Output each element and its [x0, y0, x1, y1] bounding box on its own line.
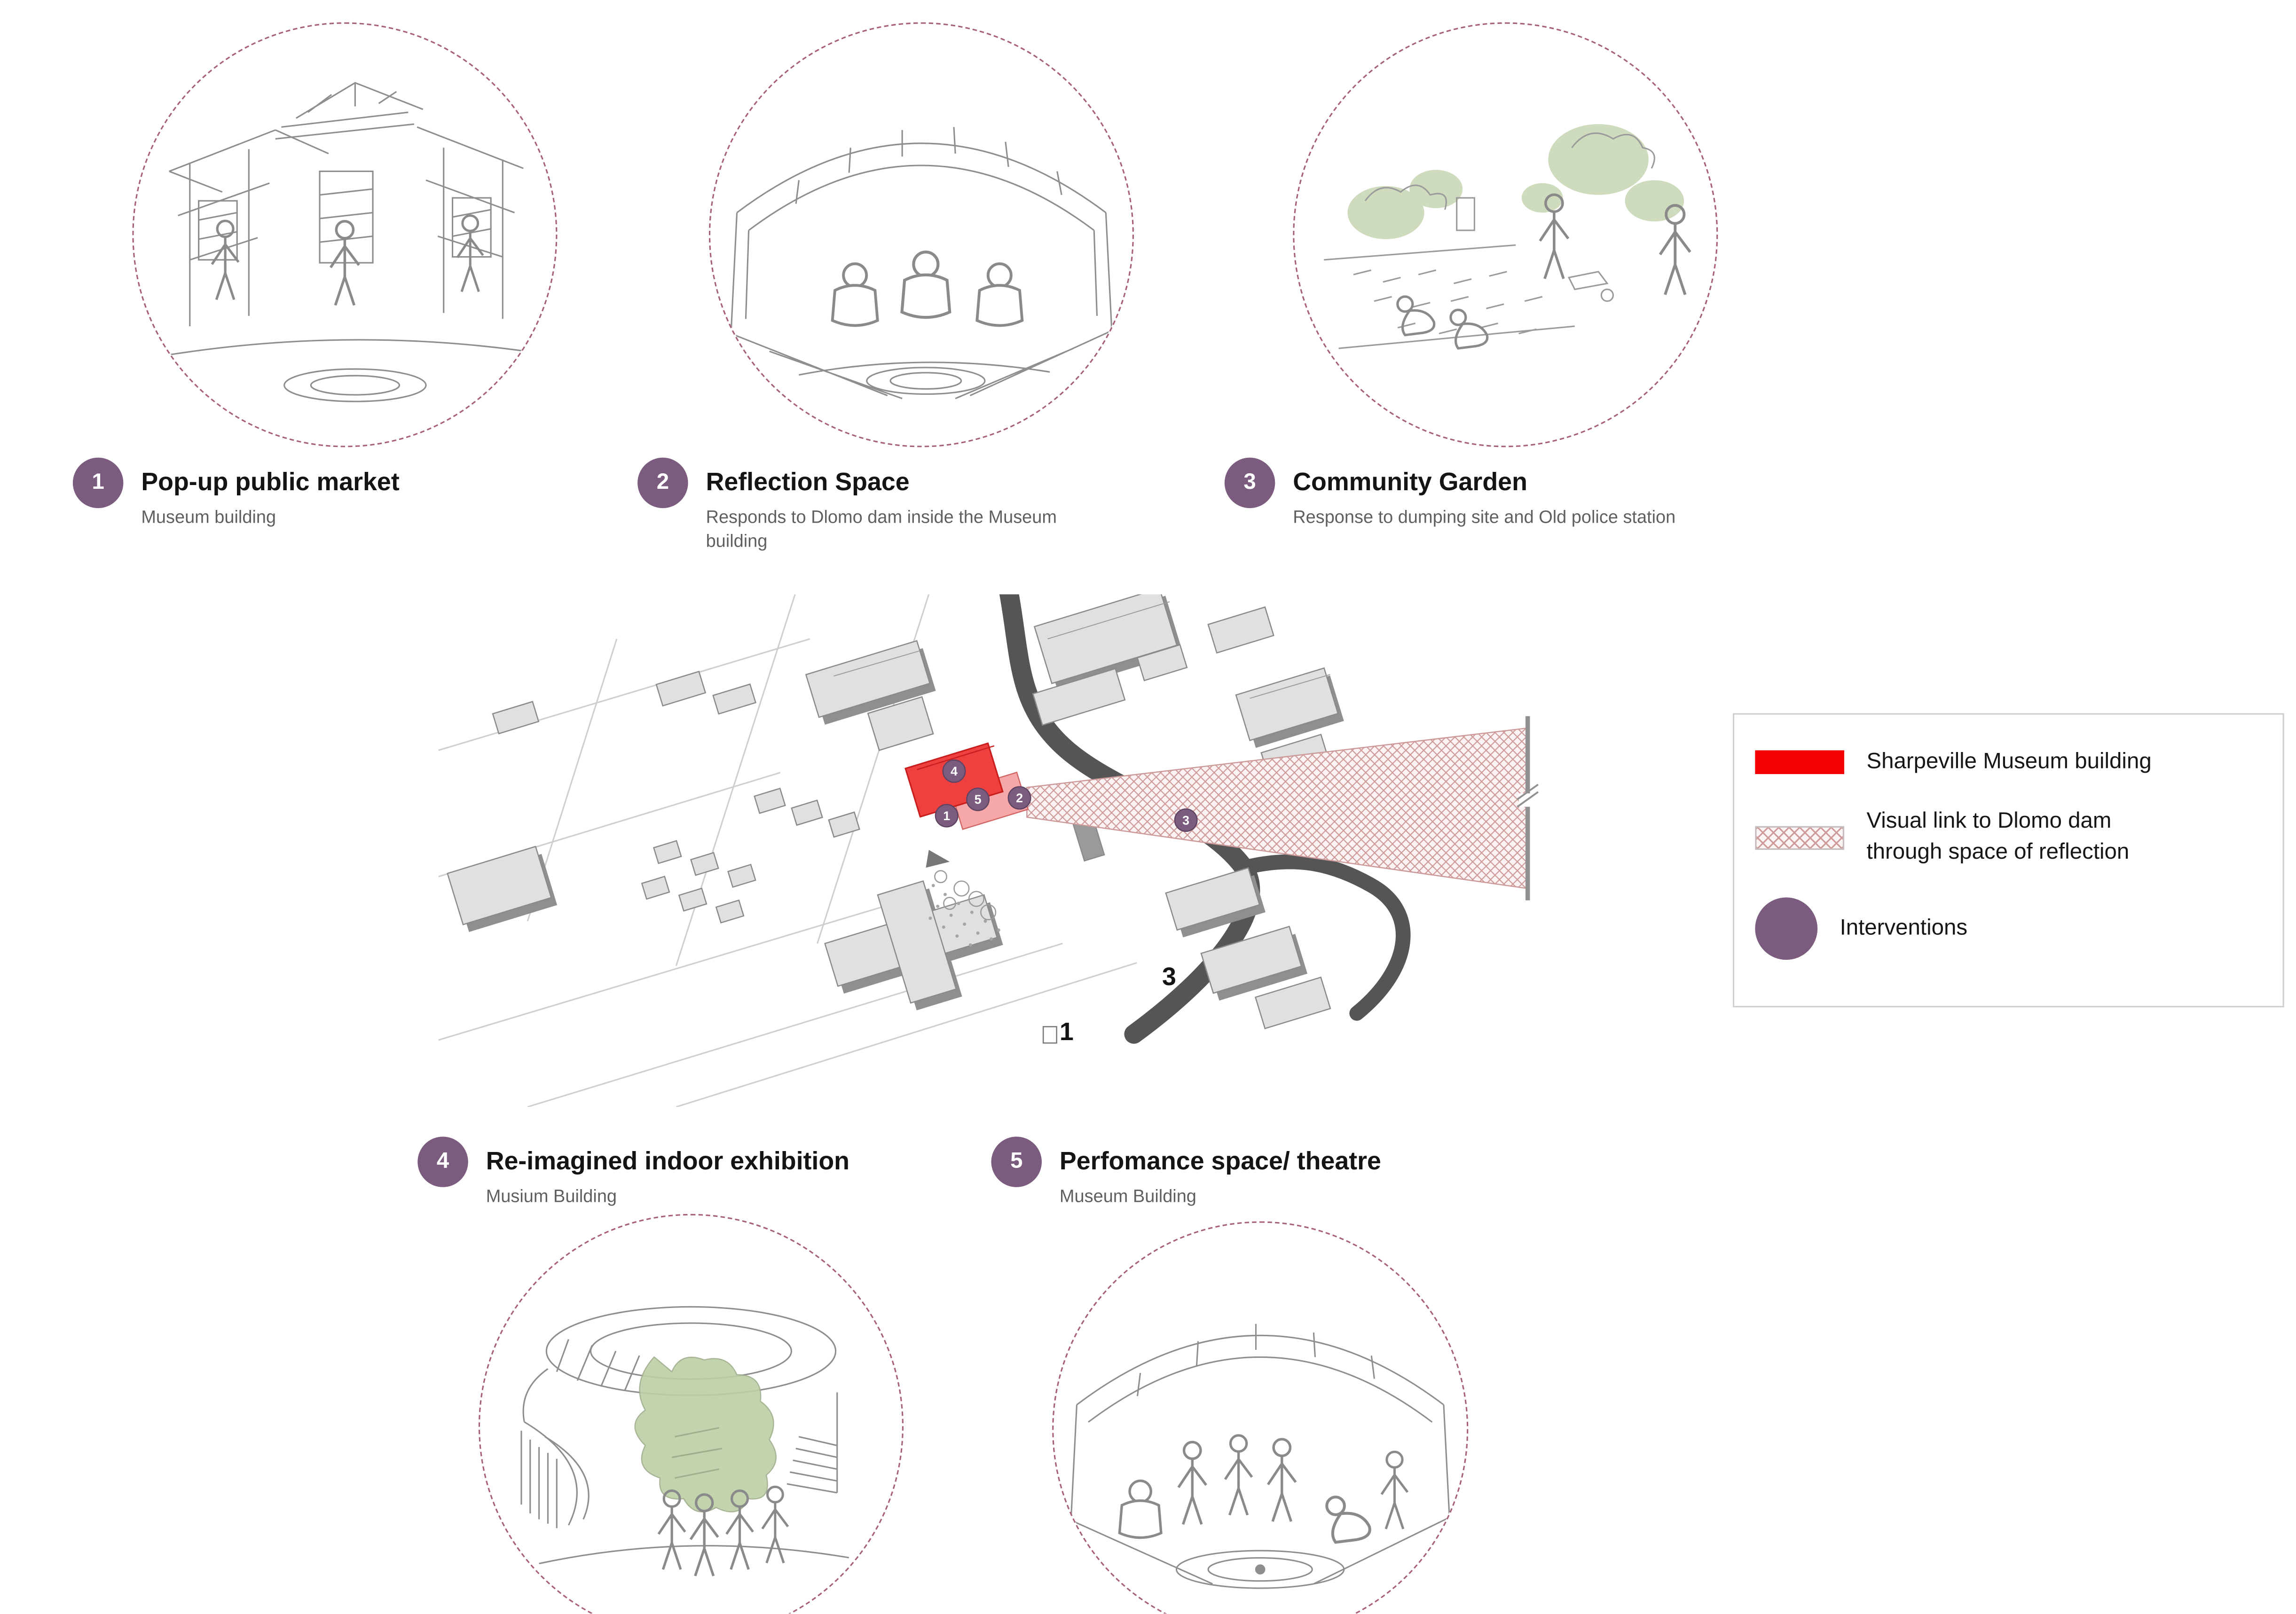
building-roof-lines	[833, 601, 1330, 699]
vignette-performance-space	[1052, 1221, 1469, 1614]
map-marker-4: 4	[942, 759, 966, 783]
map-marker-5: 5	[966, 787, 990, 811]
person-figure	[1382, 1452, 1407, 1529]
intervention-1-badge: 1	[72, 457, 124, 509]
intervention-5-subtitle: Museum Building	[1059, 1185, 1196, 1207]
caption-intervention-4: 4 Re-imagined indoor exhibition Musium B…	[417, 1136, 849, 1208]
site-plan-map: 4 5 1 2 3	[438, 594, 1568, 1107]
canopy-hatch-lines	[671, 1427, 723, 1479]
legend-item-interventions: Interventions	[1755, 897, 2262, 960]
seated-person-figure	[833, 264, 878, 325]
exhibition-sketch	[520, 1306, 849, 1614]
svg-text:2: 2	[1016, 791, 1023, 805]
intervention-4-title: Re-imagined indoor exhibition	[486, 1147, 850, 1175]
intervention-4-subtitle: Musium Building	[486, 1185, 617, 1207]
person-figure	[1268, 1439, 1296, 1521]
dam-break-marks	[1517, 783, 1539, 808]
visual-link-swatch-icon	[1755, 825, 1845, 849]
intervention-3-title: Community Garden	[1293, 468, 1527, 496]
garden-stairs-wedge	[926, 850, 950, 868]
visual-link-beam	[1026, 716, 1539, 901]
map-markers: 4 5 1 2 3	[935, 759, 1198, 832]
legend-item-visual-link: Visual link to Dlomo dam through space o…	[1755, 807, 2262, 867]
person-figure	[457, 216, 483, 292]
map-marker-1: 1	[935, 804, 959, 828]
intervention-4-badge: 4	[417, 1136, 468, 1187]
garden-dots	[928, 884, 1000, 947]
museum-building-red	[904, 742, 1029, 831]
intervention-1-subtitle: Museum building	[141, 506, 276, 528]
intervention-2-subtitle: Responds to Dlomo dam inside the Museum …	[706, 506, 1057, 552]
reflection-sketch	[730, 127, 1113, 400]
vignette-community-garden	[1293, 22, 1718, 447]
plan-label-1: 1	[1060, 1018, 1074, 1046]
intervention-1-title: Pop-up public market	[141, 468, 400, 496]
vignette-popup-market	[132, 22, 558, 447]
vignette-indoor-exhibition	[478, 1214, 904, 1614]
street-grid-lines	[438, 594, 1137, 1107]
legend: Sharpeville Museum building Visual link …	[1732, 713, 2284, 1008]
legend-visual-link-label: Visual link to Dlomo dam through space o…	[1866, 808, 2130, 864]
legend-item-museum: Sharpeville Museum building	[1755, 747, 2262, 777]
performance-sketch	[1070, 1324, 1450, 1589]
vignette-reflection-space	[708, 22, 1134, 447]
intervention-5-badge: 5	[991, 1136, 1042, 1187]
garden-texture	[926, 850, 1000, 947]
intervention-2-badge: 2	[637, 457, 688, 509]
garden-sketch	[1324, 124, 1716, 446]
person-figure	[659, 1491, 685, 1570]
seated-person-figure	[902, 252, 950, 317]
market-structure-lines	[163, 82, 527, 402]
small-structure	[1042, 1026, 1057, 1044]
intervention-3-subtitle: Response to dumping site and Old police …	[1293, 506, 1676, 528]
intervention-3-badge: 3	[1224, 457, 1275, 509]
svg-text:5: 5	[975, 792, 982, 807]
caption-intervention-5: 5 Perfomance space/ theatre Museum Build…	[991, 1136, 1381, 1208]
svg-text:1: 1	[943, 809, 950, 823]
legend-museum-label: Sharpeville Museum building	[1866, 749, 2152, 774]
caption-intervention-1: 1 Pop-up public market Museum building	[72, 457, 400, 529]
plan-labels: 3 1	[1042, 963, 1176, 1046]
greenery-blobs	[1347, 124, 1684, 239]
garden-trees	[934, 870, 997, 921]
caption-intervention-2: 2 Reflection Space Responds to Dlomo dam…	[637, 457, 1104, 554]
seated-person-figure	[1119, 1481, 1161, 1538]
kneeling-person-figure	[1327, 1497, 1369, 1542]
plan-label-3: 3	[1162, 963, 1176, 991]
legend-interventions-label: Interventions	[1840, 915, 1968, 940]
performance-structure-lines	[1070, 1324, 1450, 1589]
person-figure	[1225, 1435, 1252, 1515]
indoor-tree-canopy	[634, 1356, 777, 1512]
caption-intervention-3: 3 Community Garden Response to dumping s…	[1224, 457, 1676, 529]
map-marker-2: 2	[1007, 786, 1031, 810]
svg-text:3: 3	[1182, 813, 1189, 827]
svg-text:4: 4	[951, 764, 958, 778]
interventions-swatch-icon	[1755, 897, 1818, 960]
seated-person-figure	[977, 264, 1022, 325]
reflection-structure-lines	[730, 127, 1113, 400]
site-plan-svg: 4 5 1 2 3	[438, 594, 1539, 1107]
intervention-5-title: Perfomance space/ theatre	[1059, 1147, 1381, 1175]
person-figure	[1179, 1442, 1206, 1524]
map-marker-3: 3	[1174, 808, 1198, 832]
building-footprints	[447, 594, 1339, 1029]
person-figure	[763, 1487, 788, 1563]
market-sketch	[163, 82, 527, 402]
museum-building-swatch-icon	[1755, 750, 1845, 775]
intervention-2-title: Reflection Space	[706, 468, 910, 496]
building-blocks	[447, 594, 1344, 1029]
